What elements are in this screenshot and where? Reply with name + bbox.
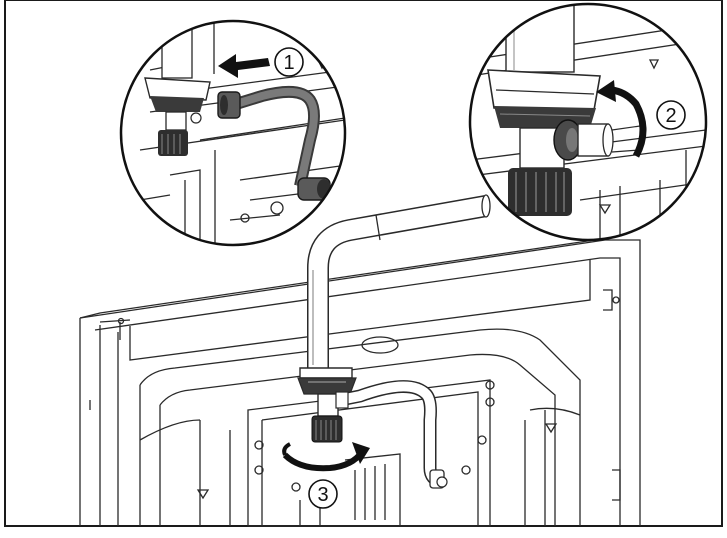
rotate-arrow-icon (282, 442, 370, 472)
step-3-number: 3 (317, 484, 328, 506)
arrow-left-icon (218, 54, 270, 78)
step-1-number: 1 (283, 52, 294, 74)
step-2-number: 2 (665, 105, 676, 127)
step-3-badge: 3 (308, 479, 338, 509)
main-pipe-assembly (297, 194, 491, 489)
step-1-badge: 1 (274, 47, 304, 77)
detail-circle-1 (119, 19, 347, 247)
rotate-arrow-icon (596, 80, 647, 158)
appliance-body (79, 237, 641, 527)
step-2-badge: 2 (656, 100, 686, 130)
